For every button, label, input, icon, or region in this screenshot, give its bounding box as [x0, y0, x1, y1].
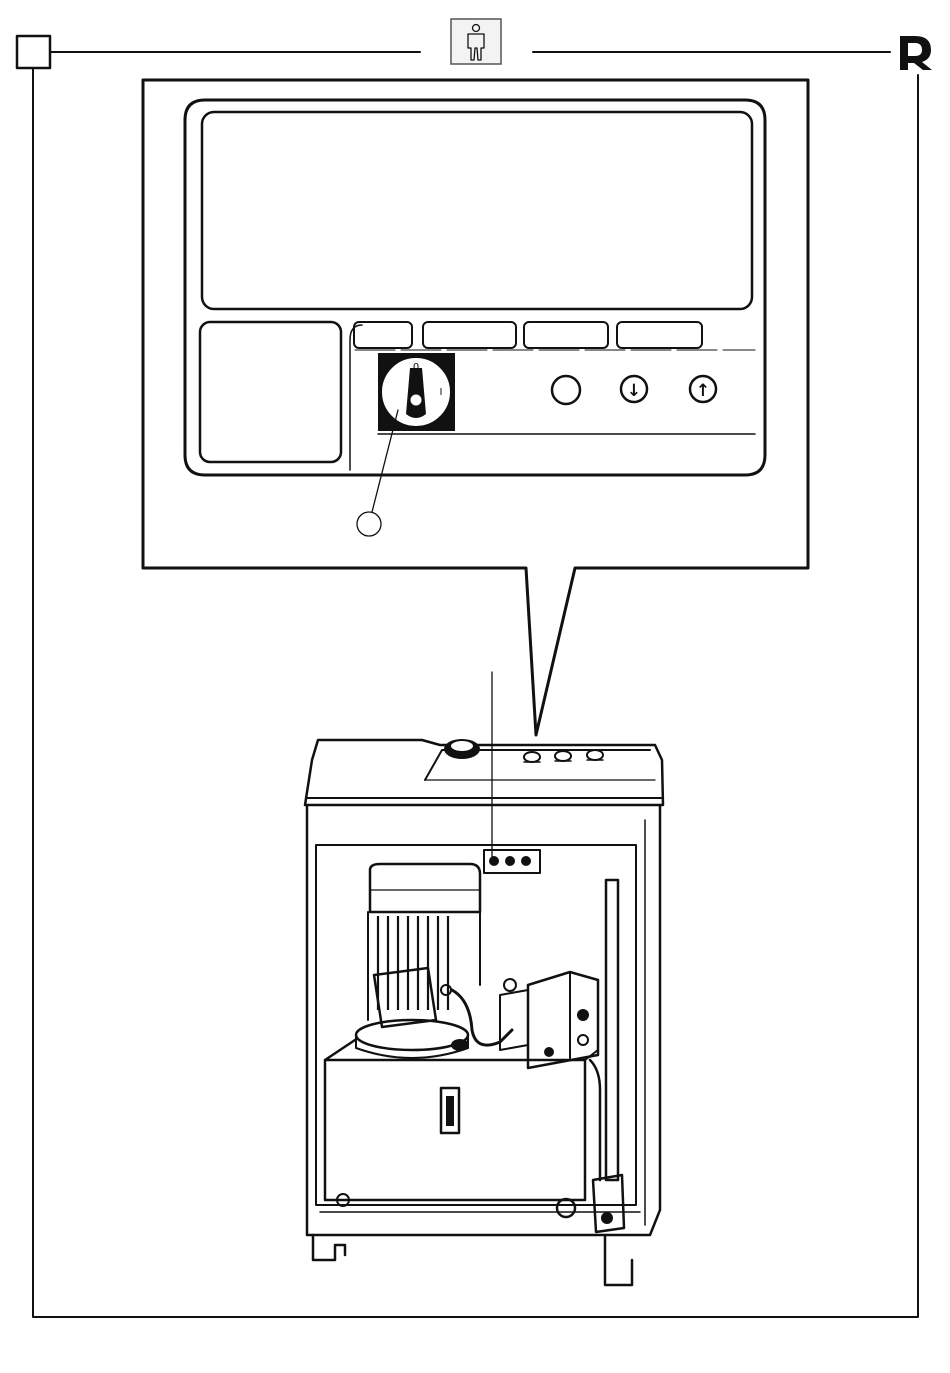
side-panel-window: [200, 322, 341, 462]
label-slot-4: [617, 322, 702, 348]
switch-position-0-label: 0: [413, 362, 419, 373]
zoom-callout-frame: [143, 80, 808, 735]
label-slot-3: [524, 322, 608, 348]
arrow-up-button-icon: ↑: [690, 376, 716, 402]
empty-square-icon: [17, 36, 50, 68]
display-window: [202, 112, 752, 309]
rotary-main-switch-icon: 0 I: [378, 353, 455, 431]
r-brand-logo: [900, 36, 932, 70]
hydraulic-power-unit-icon: [305, 672, 663, 1285]
blank-round-button-icon: [552, 376, 580, 404]
label-slot-2: [423, 322, 516, 348]
arrow-down-symbol: ↓: [627, 381, 641, 401]
arrow-down-button-icon: ↓: [621, 376, 647, 402]
control-panel-detail: 0 I ↓ ↑: [185, 100, 765, 536]
page-frame: [33, 52, 918, 1317]
label-slot-1: [354, 322, 412, 348]
blank-callout-circle-icon: [357, 512, 381, 536]
arrow-up-symbol: ↑: [696, 381, 710, 401]
switch-position-1-label: I: [440, 387, 443, 398]
operator-figure-icon: [451, 19, 501, 64]
